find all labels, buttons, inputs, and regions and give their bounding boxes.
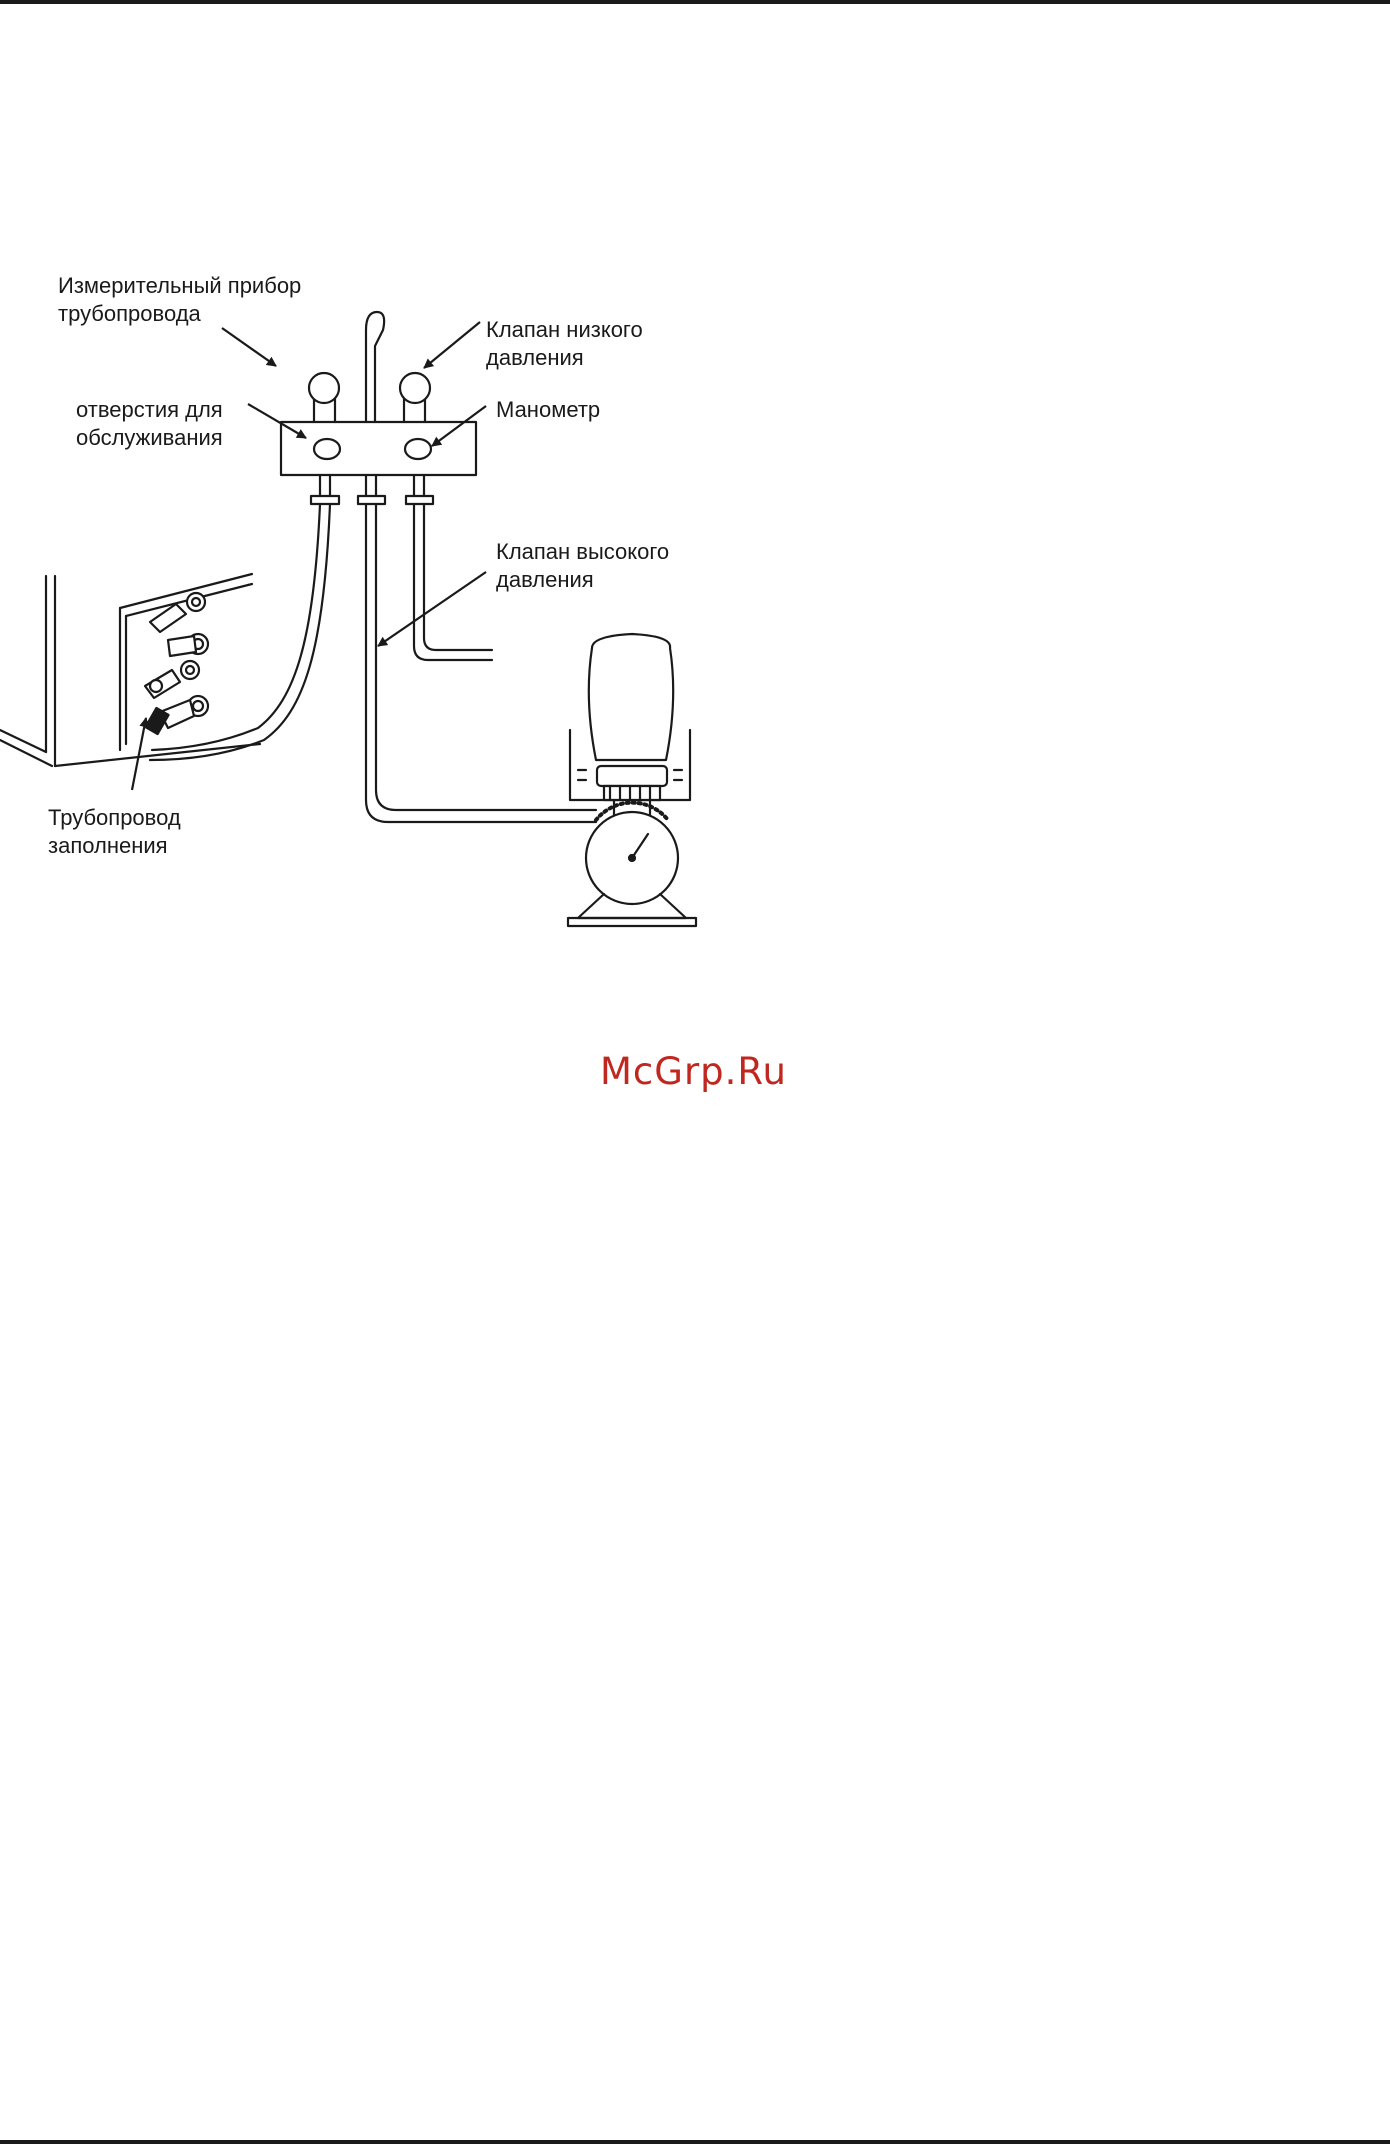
unit-service-valves [145, 593, 208, 734]
label-low-pressure-valve: Клапан низкого давления [486, 316, 643, 372]
label-manometer: Манометр [496, 396, 600, 424]
left-valve-knob [309, 373, 339, 422]
label-service-ports: отверстия для обслуживания [76, 396, 223, 452]
hose-right-outer [414, 504, 492, 660]
right-valve-knob [400, 373, 430, 422]
scale [568, 800, 696, 926]
outdoor-unit [0, 574, 260, 766]
charging-cylinder [570, 634, 690, 800]
watermark: McGrp.Ru [600, 1050, 787, 1093]
label-high-pressure-valve: Клапан высокого давления [496, 538, 669, 594]
arrow-low-pressure-valve [424, 322, 480, 368]
hose-fittings [311, 475, 433, 504]
label-pipeline-meter: Измерительный прибор трубопровода [58, 272, 301, 328]
manifold-block [281, 422, 476, 475]
hanger-hook [366, 312, 384, 422]
hose-right-inner [424, 504, 492, 650]
arrow-high-pressure-valve [378, 572, 486, 646]
arrow-pipeline-meter [222, 328, 276, 366]
arrow-fill-pipe [132, 718, 146, 790]
bottom-rule [0, 2140, 1390, 2144]
label-fill-pipe: Трубопровод заполнения [48, 804, 181, 860]
